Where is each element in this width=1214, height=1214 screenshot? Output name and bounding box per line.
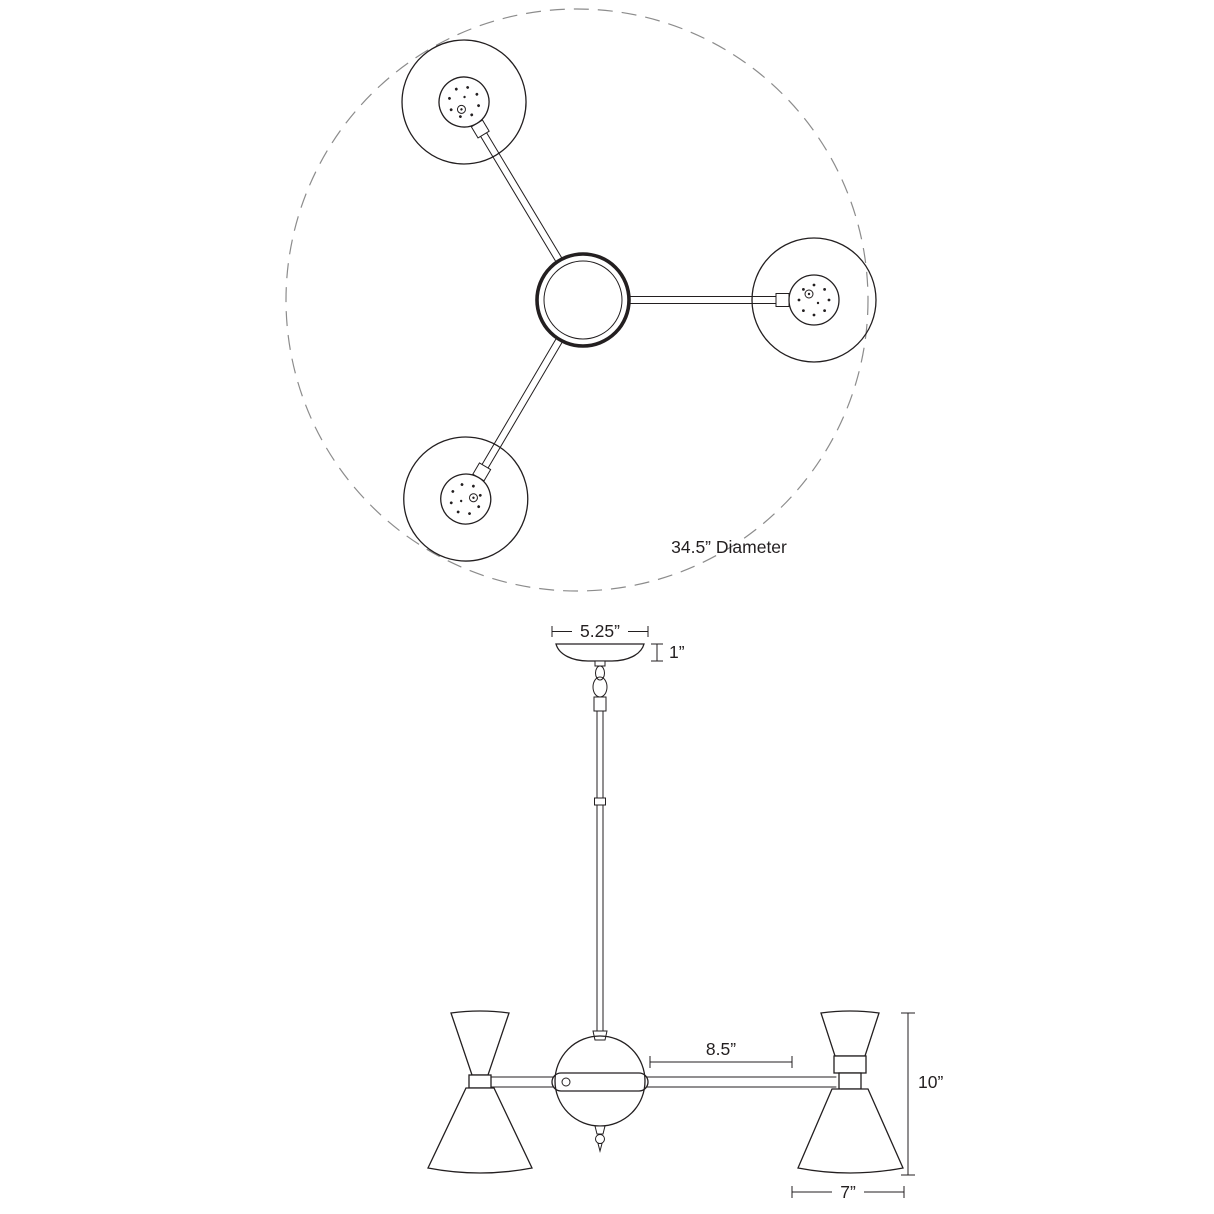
left-shade-lower-cone: [427, 1087, 533, 1174]
arm-reach-label: 8.5”: [706, 1039, 736, 1059]
rod-top-tube: [593, 696, 607, 712]
right-shade-socket-neck: [838, 1072, 862, 1090]
canopy-neck: [594, 660, 606, 667]
shade-width-label: 7”: [840, 1182, 856, 1202]
side-view: 5.25” 1”: [427, 621, 943, 1202]
arm-shade-top-left: [378, 16, 614, 294]
dim-canopy-width: [551, 626, 649, 637]
top-view: 34.5” Diameter: [285, 8, 877, 592]
left-arm: [490, 1076, 557, 1088]
ceiling-canopy: [555, 643, 645, 662]
canopy-width-label: 5.25”: [580, 621, 620, 641]
right-arm: [643, 1076, 837, 1088]
dim-shade-width: [791, 1186, 905, 1198]
stem-rod: [596, 710, 604, 1032]
center-hub-outer: [535, 252, 631, 348]
left-shade-upper-cone: [450, 1010, 510, 1076]
arm-hub-pivot: [561, 1077, 571, 1087]
left-shade: [427, 1010, 533, 1174]
canopy-height-label: 1”: [669, 642, 685, 662]
dim-arm-reach: [649, 1056, 793, 1068]
right-shade: [797, 1010, 904, 1174]
center-hub-inner: [543, 260, 623, 340]
diameter-boundary-circle: [285, 8, 869, 592]
left-shade-waist: [468, 1074, 492, 1089]
arm-shade-right: [628, 237, 877, 363]
dim-canopy-height: [651, 643, 663, 662]
rod-coupling: [594, 797, 606, 806]
bottom-finial: [594, 1125, 606, 1153]
right-shade-upper-cone: [820, 1010, 880, 1057]
center-arm-hub: [551, 1072, 649, 1092]
right-shade-socket-cup: [833, 1055, 867, 1074]
dim-shade-height: [901, 1012, 915, 1176]
hang-loop-small: [595, 665, 605, 681]
diameter-label: 34.5” Diameter: [671, 537, 787, 557]
right-shade-lower-cone: [797, 1088, 904, 1174]
shade-height-label: 10”: [918, 1072, 943, 1092]
